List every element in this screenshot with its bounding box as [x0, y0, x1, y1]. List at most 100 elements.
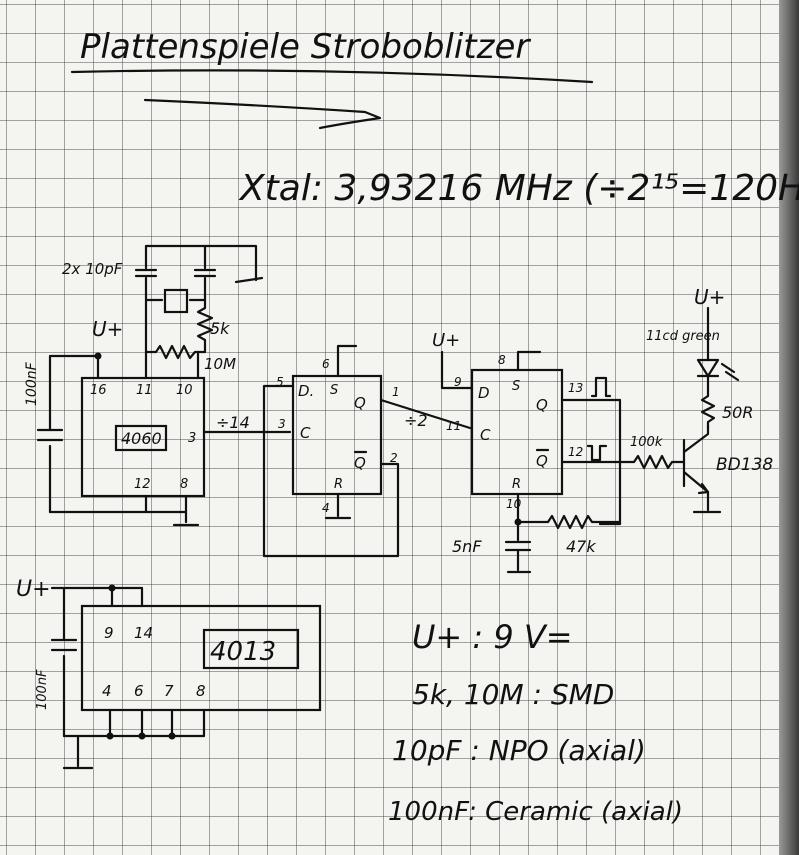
resistor-10m	[144, 344, 207, 360]
supply-wires-4013	[50, 586, 144, 738]
pin-14: 14	[134, 624, 153, 642]
chip-4013-label-frame	[202, 628, 300, 670]
ff1-pin5: 5	[276, 375, 284, 389]
pin-6: 6	[134, 682, 144, 700]
label-uplus-2: U+	[432, 330, 460, 351]
ground-wires-4060	[48, 494, 188, 524]
ff2-q: Q	[536, 396, 548, 414]
capacitors-10pf	[134, 268, 217, 278]
pin-9: 9	[104, 624, 114, 642]
ff2-pin8: 8	[498, 353, 506, 367]
ff1-pin6: 6	[322, 357, 330, 371]
chip-4013-box	[80, 604, 322, 712]
pin-8-4013: 8	[196, 682, 206, 700]
pin-12: 12	[134, 477, 151, 492]
note-npo: 10pF : NPO (axial)	[392, 734, 646, 767]
label-5nf: 5nF	[452, 537, 482, 556]
label-50r: 50R	[722, 403, 753, 422]
ff1-qbar: Q	[354, 454, 366, 472]
pulse-symbol-qbar	[586, 444, 608, 462]
xtal-note: Xtal: 3,93216 MHz (÷2¹⁵=120Hz)	[238, 168, 799, 209]
capacitor-100nf	[36, 428, 64, 442]
ff2-pin12: 12	[568, 445, 583, 459]
label-uplus-4: U+	[16, 577, 51, 602]
title-underline-2	[143, 98, 382, 130]
ground-wires-4013	[62, 708, 206, 768]
note-ceramic: 100nF: Ceramic (axial)	[388, 797, 683, 827]
resistor-50r	[700, 394, 716, 430]
ff1-pin4: 4	[322, 501, 330, 515]
pin-8: 8	[180, 477, 188, 492]
chip-4013-label: 4013	[210, 637, 276, 667]
pin-16: 16	[90, 383, 107, 398]
wire-ff1-feedback	[262, 384, 400, 558]
ff1-d: D.	[298, 382, 314, 400]
label-100nf: 100nF	[24, 361, 40, 406]
pin-11: 11	[136, 383, 153, 398]
pin-7: 7	[164, 682, 174, 700]
led-light-arrows	[720, 362, 740, 382]
ff2-pin11: 11	[446, 419, 461, 433]
transistor-bd138	[682, 424, 710, 512]
label-100k: 100k	[630, 435, 663, 450]
chip-4060-label-frame	[114, 424, 168, 452]
ff2-d: D	[478, 384, 490, 402]
ff2-s: S	[512, 379, 520, 394]
ff1-r: R	[334, 477, 343, 492]
capacitor-100nf-2	[50, 638, 78, 652]
title: Plattenspiele Stroboblitzer	[80, 27, 531, 67]
label-bd138: BD138	[716, 455, 773, 475]
chip-4060-label: 4060	[121, 429, 162, 448]
label-100nf-2: 100nF	[35, 669, 50, 710]
label-10m: 10M	[204, 355, 236, 373]
ff2-qbar: Q	[536, 452, 548, 470]
crystal-wiring	[144, 276, 207, 354]
wire-ff1-q	[379, 398, 472, 430]
label-caps-top: 2x 10pF	[62, 260, 123, 278]
junction-dot	[108, 584, 116, 592]
junction-dot	[138, 732, 146, 740]
label-5k: 5k	[210, 319, 230, 338]
ff2-c: C	[480, 426, 491, 444]
ff1-q: Q	[354, 394, 366, 412]
ff1-set-ground	[336, 344, 358, 378]
crystal-ground-rail	[144, 244, 258, 282]
led-symbol	[696, 358, 720, 398]
ff1-s: S	[330, 383, 338, 398]
wire-ff2-d	[440, 350, 474, 390]
ff2-r: R	[512, 477, 521, 492]
junction-dot	[94, 352, 102, 360]
supply-wires-4060	[48, 354, 100, 514]
resistor-100k	[560, 454, 686, 470]
ff2-set-ground	[516, 350, 542, 372]
note-smd: 5k, 10M : SMD	[412, 678, 614, 711]
ground-symbol-top	[234, 276, 264, 284]
note-supply: U+ : 9 V=	[412, 618, 573, 656]
ff1-pin1: 1	[392, 385, 400, 399]
osc-pin-leads	[144, 350, 200, 380]
ff1-c: C	[300, 424, 311, 442]
transistor-arrow	[697, 482, 710, 495]
junction-dot	[106, 732, 114, 740]
resistor-47k-net	[516, 492, 622, 542]
label-uplus-3: U+	[694, 285, 725, 309]
label-47k: 47k	[566, 537, 596, 556]
ff1-pin3: 3	[278, 417, 286, 431]
label-div2: ÷2	[404, 411, 428, 430]
crystal-body	[163, 288, 189, 314]
chip-4060-box	[80, 376, 206, 498]
ff2-pin9: 9	[454, 375, 462, 389]
pin-4: 4	[102, 682, 112, 700]
pulse-symbol-q	[590, 376, 612, 398]
capacitor-5nf	[504, 540, 532, 572]
ff1-pin2: 2	[390, 451, 398, 465]
ff2-pin10: 10	[506, 497, 522, 511]
ff2-pin13: 13	[568, 381, 583, 395]
resistor-5k	[196, 298, 214, 354]
title-underline-1	[70, 69, 594, 84]
label-div14: ÷14	[216, 413, 250, 432]
pin-10: 10	[176, 383, 193, 398]
junction-dot	[514, 518, 522, 526]
